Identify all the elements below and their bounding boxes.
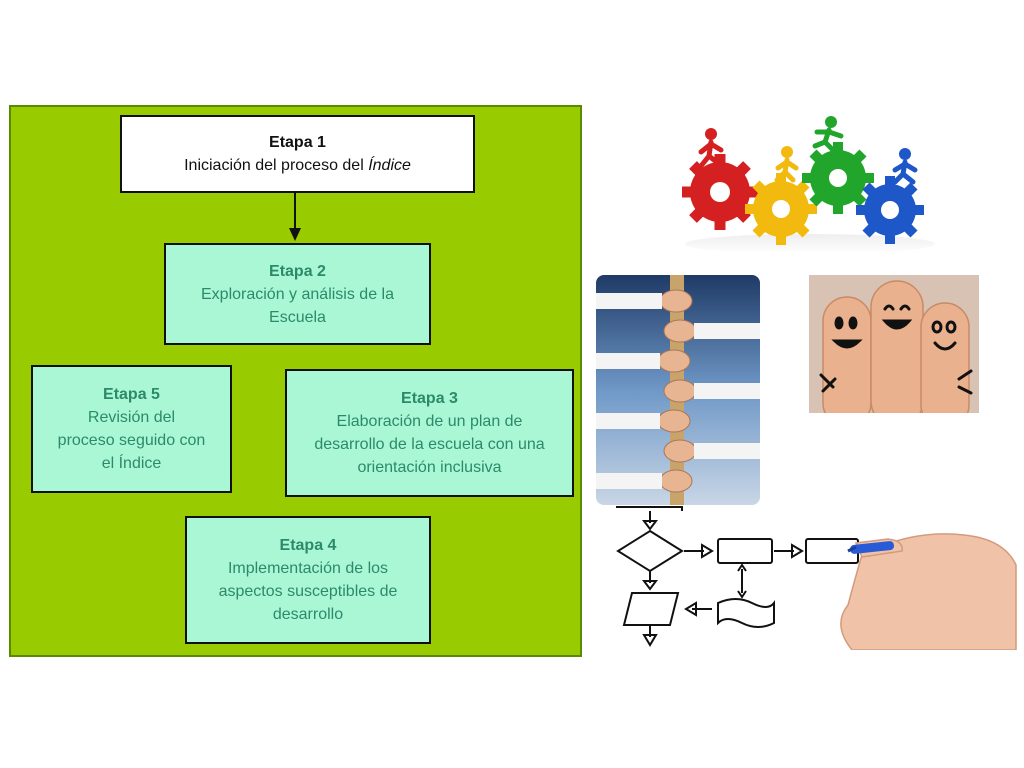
- people-on-gears-icon: [682, 116, 935, 254]
- stage-2-line-1: Exploración y análisis de la: [201, 285, 394, 303]
- stage-3-title: Etapa 3: [401, 390, 458, 407]
- stage-4-title: Etapa 4: [279, 537, 337, 554]
- stage-1-text: Iniciación del proceso del Índice: [184, 157, 411, 174]
- stage-1-box: Etapa 1 Iniciación del proceso del Índic…: [120, 115, 475, 193]
- stage-2-line-2: Escuela: [269, 308, 326, 326]
- diagram-panel: Etapa 1 Iniciación del proceso del Índic…: [9, 105, 582, 657]
- stage-3-line-1: Elaboración de un plan de: [336, 413, 523, 430]
- stage-5-line-3: el Índice: [101, 455, 162, 472]
- stage-5-box: Etapa 5 Revisión del proceso seguido con…: [31, 365, 232, 493]
- stage-5-line-2: proceso seguido con: [57, 432, 206, 449]
- arrow-stage1-to-stage2: [289, 193, 301, 241]
- smiley-fingers-icon: [809, 275, 979, 413]
- stage-1-title: Etapa 1: [269, 134, 326, 151]
- stage-3-line-2: desarrollo de la escuela con una: [314, 436, 545, 453]
- stage-2-title: Etapa 2: [269, 262, 326, 280]
- stage-3-box: Etapa 3 Elaboración de un plan de desarr…: [285, 369, 574, 497]
- stage-4-line-2: aspectos susceptibles de: [218, 583, 398, 600]
- stage-4-line-3: desarrollo: [272, 606, 344, 623]
- stage-5-line-1: Revisión del: [87, 409, 176, 426]
- stage-2-box: Etapa 2 Exploración y análisis de la Esc…: [164, 243, 431, 345]
- stage-4-box: Etapa 4 Implementación de los aspectos s…: [185, 516, 431, 644]
- rope-hands-photo-icon: [596, 275, 760, 505]
- flowchart-hand-icon: [616, 506, 1017, 650]
- stage-4-line-1: Implementación de los: [227, 560, 389, 577]
- stage-5-title: Etapa 5: [103, 386, 160, 403]
- stage-3-line-3: orientación inclusiva: [357, 459, 502, 476]
